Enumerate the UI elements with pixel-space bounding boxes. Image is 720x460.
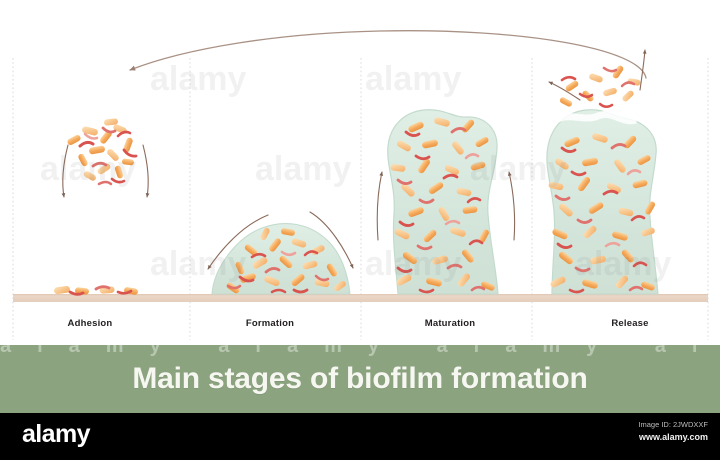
biofilm-mature-structure bbox=[387, 109, 499, 295]
release-biofilm-bacteria bbox=[548, 133, 656, 294]
alamy-footer-bar bbox=[0, 413, 720, 460]
maturation-arrows bbox=[376, 171, 516, 241]
formation-bacteria bbox=[226, 227, 346, 294]
released-bacteria bbox=[559, 65, 641, 108]
adhesion-arrows bbox=[61, 144, 150, 198]
stage-labels-row: Adhesion Formation Maturation Release bbox=[0, 313, 720, 335]
stage-label-release: Release bbox=[611, 318, 649, 329]
page-title: Main stages of biofilm formation bbox=[132, 362, 588, 395]
footer-meta: Image ID: 2JWDXXF www.alamy.com bbox=[638, 419, 708, 444]
stage-dividers bbox=[12, 58, 709, 340]
maturation-bacteria bbox=[390, 117, 495, 294]
stage-label-adhesion: Adhesion bbox=[67, 318, 113, 329]
formation-arrows bbox=[207, 211, 354, 270]
alamy-website-link[interactable]: www.alamy.com bbox=[638, 432, 708, 442]
stage-2-formation bbox=[207, 211, 354, 295]
stage-label-maturation: Maturation bbox=[424, 318, 476, 329]
planktonic-bacteria-cluster bbox=[67, 118, 138, 186]
illustration-svg bbox=[12, 30, 709, 340]
alamy-logo: alamy bbox=[22, 420, 90, 448]
cycle-arrow bbox=[129, 30, 647, 79]
stage-3-maturation bbox=[376, 109, 516, 295]
image-id-label: Image ID: 2JWDXXF bbox=[638, 420, 708, 429]
banner-watermark: alamy alamy alamy alamy alamy alamy bbox=[0, 345, 720, 357]
release-arrows bbox=[548, 49, 647, 101]
illustration-canvas: alamy alamy alamy alamy alamy alamy alam… bbox=[12, 30, 709, 340]
stage-label-formation: Formation bbox=[245, 318, 295, 329]
stage-4-release bbox=[546, 49, 659, 295]
stage-1-adhesion bbox=[54, 118, 150, 296]
substrate-surface bbox=[13, 294, 708, 302]
attached-bacteria bbox=[54, 285, 138, 296]
title-banner: alamy alamy alamy alamy alamy alamy Main… bbox=[0, 345, 720, 413]
